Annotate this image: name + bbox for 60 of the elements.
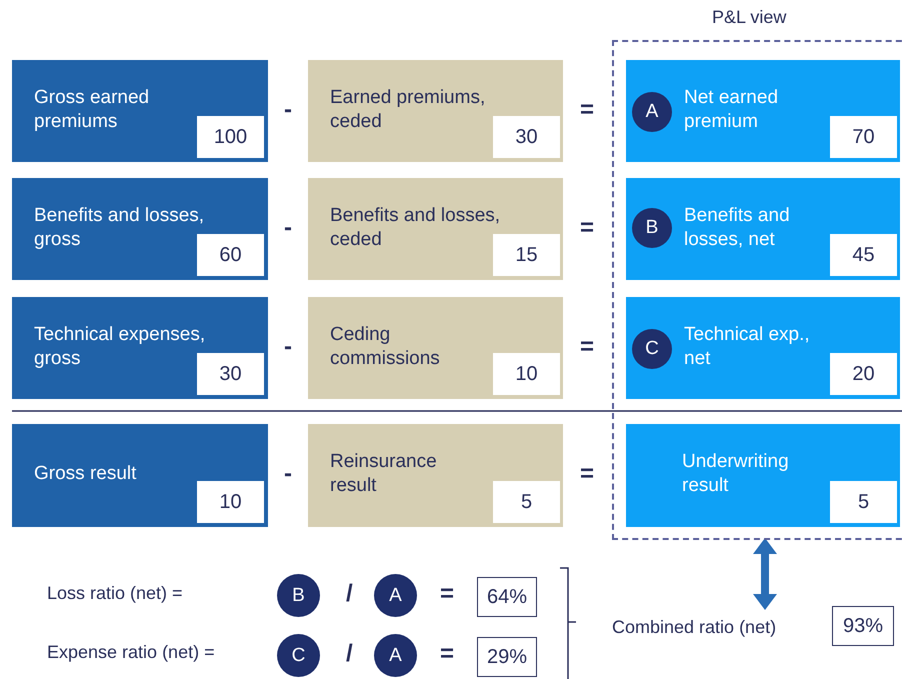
letter-badge: C xyxy=(277,634,320,677)
box-label: Net earned premium xyxy=(684,86,780,134)
ceded-card xyxy=(308,297,563,399)
net-card xyxy=(626,178,900,280)
gross-card xyxy=(12,178,268,280)
letter-badge: B xyxy=(632,208,672,248)
ratio-box: 64% xyxy=(477,577,537,617)
box-label: Gross result xyxy=(34,462,138,486)
net-card xyxy=(626,297,900,399)
ratio-box: 29% xyxy=(477,637,537,677)
equals-sign: = xyxy=(580,460,594,488)
net-card xyxy=(626,424,900,527)
box-label: Earned premiums, ceded xyxy=(330,86,486,134)
minus-sign: - xyxy=(284,460,292,488)
letter-badge: B xyxy=(277,574,320,617)
ratio-name: Combined ratio (net) xyxy=(612,612,822,642)
value-box: 5 xyxy=(830,481,897,523)
value-box: 60 xyxy=(197,234,264,276)
net-card xyxy=(626,60,900,162)
value-box: 70 xyxy=(830,116,897,158)
value-box: 20 xyxy=(830,353,897,395)
minus-sign: - xyxy=(284,96,292,124)
gross-card xyxy=(12,60,268,162)
value-box: 5 xyxy=(493,481,560,523)
value-box: 15 xyxy=(493,234,560,276)
ceded-card xyxy=(308,178,563,280)
equals-sign: = xyxy=(580,96,594,124)
box-label: Ceding commissions xyxy=(330,323,441,371)
section-heading: P&L view xyxy=(712,7,786,28)
box-label: Reinsurance result xyxy=(330,450,438,498)
letter-badge: A xyxy=(374,574,417,617)
value-box: 30 xyxy=(197,353,264,395)
box-label: Technical exp., net xyxy=(684,323,811,371)
gross-card xyxy=(12,297,268,399)
letter-badge: A xyxy=(632,92,672,132)
box-label: Benefits and losses, net xyxy=(684,204,791,252)
box-label: Gross earned premiums xyxy=(34,86,150,134)
equals-sign: = xyxy=(440,580,454,608)
formula-label: Expense ratio (net) = xyxy=(47,642,215,663)
formula-label: Loss ratio (net) = xyxy=(47,583,183,604)
ceded-card xyxy=(308,60,563,162)
division-sign: / xyxy=(346,640,353,668)
value-box: 10 xyxy=(493,353,560,395)
double-arrow xyxy=(753,538,777,610)
ceded-card xyxy=(308,424,563,527)
ratio-box: 93% xyxy=(832,606,894,646)
value-box: 100 xyxy=(197,116,264,158)
minus-sign: - xyxy=(284,333,292,361)
equals-sign: = xyxy=(580,333,594,361)
box-label: Underwriting result xyxy=(682,450,790,498)
value-box: 30 xyxy=(493,116,560,158)
letter-badge: A xyxy=(374,634,417,677)
letter-badge: C xyxy=(632,329,672,369)
division-sign: / xyxy=(346,580,353,608)
gross-card xyxy=(12,424,268,527)
value-box: 10 xyxy=(197,481,264,523)
equals-sign: = xyxy=(580,214,594,242)
minus-sign: - xyxy=(284,214,292,242)
value-box: 45 xyxy=(830,234,897,276)
equals-sign: = xyxy=(440,640,454,668)
